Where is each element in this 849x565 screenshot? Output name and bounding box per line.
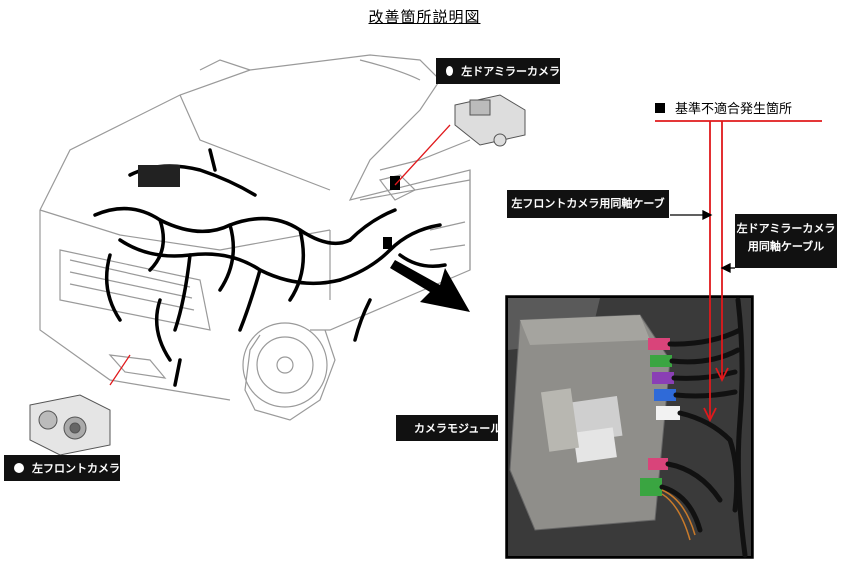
mirror-camera-cable-label: 左ドアミラーカメラ 用同軸ケーブル — [735, 214, 837, 268]
left-front-camera-label: 左フロントカメラ — [4, 455, 120, 481]
car-illustration — [39, 54, 471, 421]
mirror-camera-part — [454, 94, 526, 147]
camera-module-photo — [505, 295, 754, 559]
bullet-icon — [14, 463, 24, 473]
front-camera-cable-label: 左フロントカメラ用同軸ケーブル — [507, 190, 669, 238]
battery-box — [138, 165, 180, 187]
nonconformity-legend: 基準不適合発生箇所 — [655, 98, 792, 117]
module-marker — [383, 237, 392, 249]
highlight-lines — [655, 120, 822, 423]
diagram-title: 改善箇所説明図 — [368, 8, 481, 26]
mirror-camera-marker — [390, 176, 400, 190]
left-mirror-camera-label: 左ドアミラーカメラ — [436, 58, 560, 84]
square-icon — [655, 102, 665, 113]
bullet-icon — [446, 66, 454, 76]
big-arrow — [390, 260, 470, 312]
wiring-harness — [93, 148, 447, 387]
front-camera-part — [29, 394, 111, 456]
camera-module-label: カメラモジュール — [396, 415, 501, 441]
